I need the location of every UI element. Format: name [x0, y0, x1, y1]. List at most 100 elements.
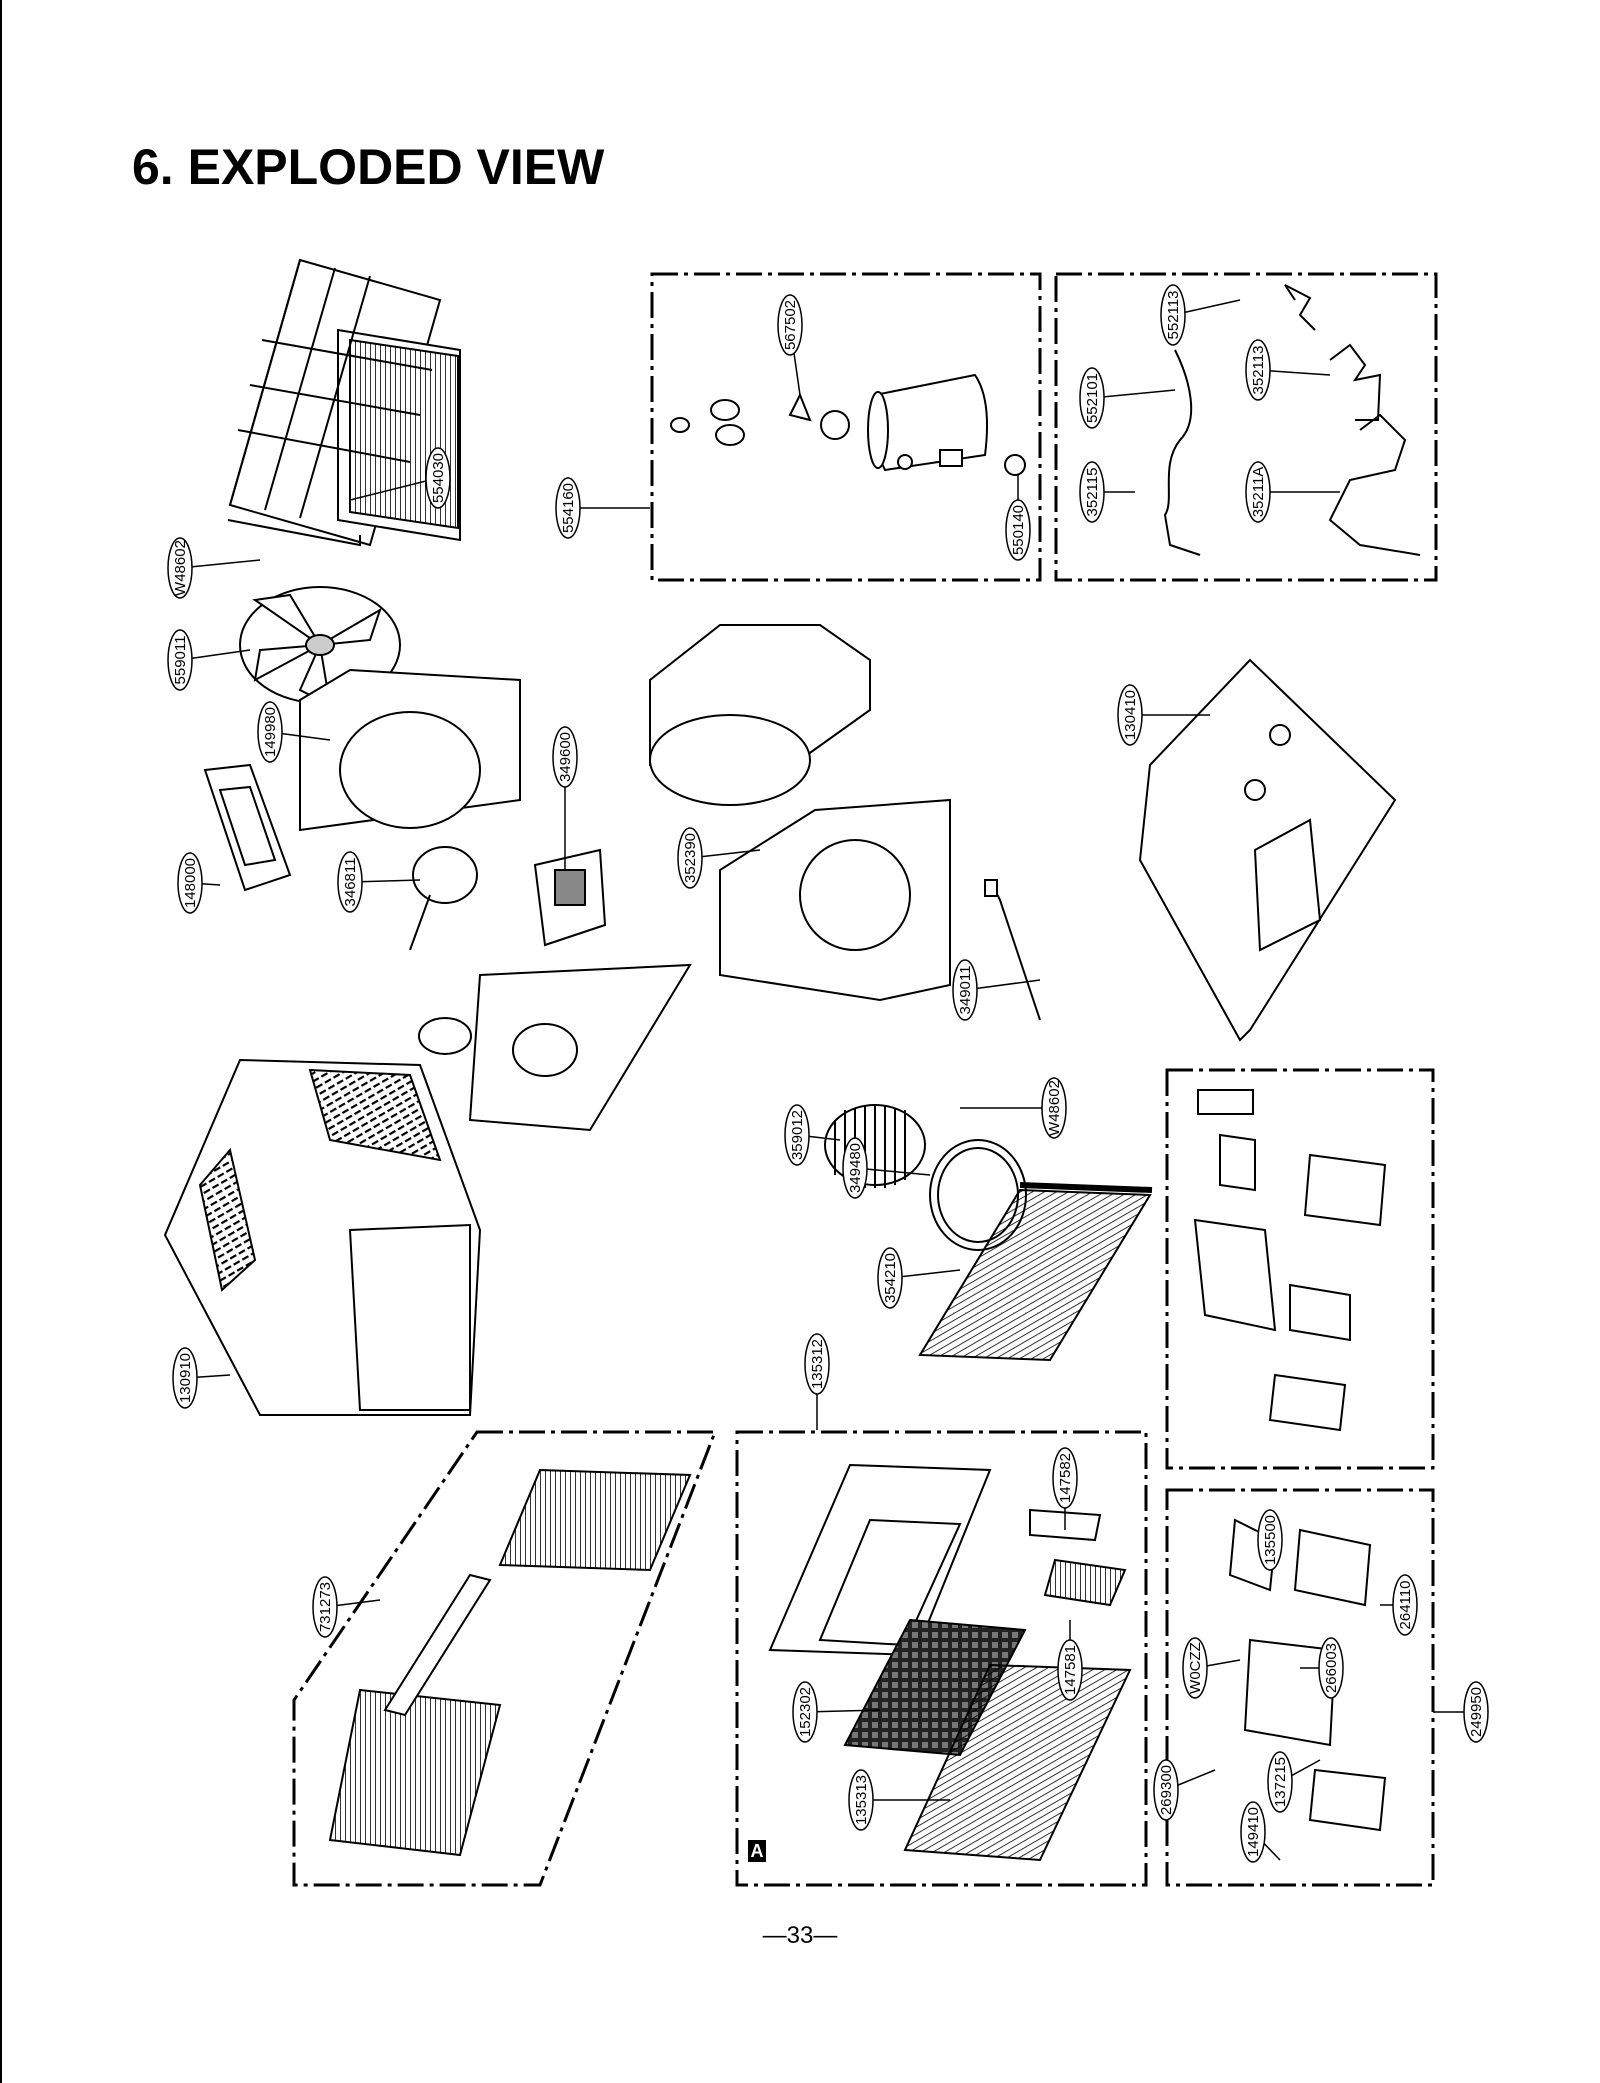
main-chassis	[468, 963, 692, 1132]
part-number-label: 352115	[1084, 468, 1101, 517]
callout-oval	[877, 1247, 903, 1309]
part-callout: 352115	[1079, 461, 1105, 523]
part-number-label: 269300	[1158, 1765, 1175, 1815]
part-callout: 269300	[1153, 1759, 1179, 1821]
callout-oval	[1240, 1801, 1266, 1863]
part-number-label: 554030	[430, 453, 447, 503]
callout-oval	[312, 1576, 338, 1638]
callout-oval	[1318, 1637, 1344, 1699]
part-number-label: 135500	[1262, 1515, 1279, 1565]
part-callout: W0CZZ	[1182, 1637, 1208, 1699]
callout-oval	[1079, 367, 1105, 429]
callout-oval	[1257, 1509, 1283, 1571]
part-callout: 135500	[1257, 1509, 1283, 1571]
part-number-label: 554160	[560, 483, 577, 533]
part-callout: 152302	[792, 1681, 818, 1743]
part-number-label: 552113	[1165, 291, 1182, 340]
callout-oval	[792, 1681, 818, 1743]
callout-oval	[337, 851, 363, 913]
part-callout: 359012	[784, 1104, 810, 1166]
callout-oval	[552, 726, 578, 788]
part-number-label: 249950	[1468, 1687, 1485, 1737]
callout-oval	[172, 1347, 198, 1409]
fan-motor	[409, 846, 478, 951]
part-callout: 147582	[1052, 1447, 1078, 1509]
part-callout: W48602	[1041, 1077, 1067, 1139]
part-callout: 352113	[1245, 339, 1271, 401]
part-callout: 130410	[1117, 684, 1143, 746]
callout-oval	[1392, 1574, 1418, 1636]
part-number-label: 731273	[317, 1582, 334, 1632]
callout-oval	[1182, 1637, 1208, 1699]
part-number-label: 137215	[1272, 1757, 1289, 1807]
callout-oval	[1245, 339, 1271, 401]
part-callout: 264110	[1392, 1574, 1418, 1636]
part-callout: 554030	[425, 447, 451, 509]
curtain-group-box	[292, 1430, 718, 1887]
part-callout: 552101	[1079, 367, 1105, 429]
refrigerant-piping	[1163, 284, 1421, 556]
callout-oval	[1057, 1639, 1083, 1701]
detail-marker: A	[751, 1841, 764, 1861]
part-callout: W48602	[167, 537, 193, 599]
part-number-label: 149980	[262, 707, 279, 757]
callout-oval	[784, 1104, 810, 1166]
blower-wheel	[824, 1104, 926, 1188]
page-title: 6. EXPLODED VIEW	[132, 139, 605, 195]
part-callout: 354210	[877, 1247, 903, 1309]
part-callout: 349600	[552, 726, 578, 788]
leader-line	[179, 559, 261, 569]
callout-oval	[167, 629, 193, 691]
part-callout: 550140	[1005, 499, 1031, 561]
part-callout: 35211A	[1245, 461, 1271, 523]
callout-oval	[1153, 1759, 1179, 1821]
part-callout: 148000	[177, 852, 203, 914]
part-number-label: 264110	[1397, 1581, 1414, 1630]
part-number-label: W48602	[172, 540, 189, 596]
bracket	[203, 763, 292, 892]
part-callout: 135312	[804, 1333, 830, 1395]
sensor-holder	[984, 879, 1041, 1021]
control-parts-box	[1165, 1488, 1435, 1887]
cabinet	[163, 1058, 482, 1416]
blower-housing	[649, 624, 951, 1002]
callout-oval	[167, 537, 193, 599]
part-callout: 346811	[337, 851, 363, 913]
part-number-label: 35211A	[1250, 467, 1267, 518]
callout-oval	[425, 447, 451, 509]
part-number-label: 567502	[782, 300, 799, 350]
part-callout: 559011	[167, 629, 193, 691]
callout-oval	[1245, 461, 1271, 523]
part-number-label: 352113	[1250, 346, 1267, 395]
page-number: —33—	[762, 1922, 838, 1949]
part-number-label: 135312	[809, 1339, 826, 1389]
part-callout: 552113	[1160, 284, 1186, 346]
part-number-label: 354210	[882, 1253, 899, 1303]
condenser-coil	[227, 258, 461, 547]
part-number-label: 130410	[1122, 690, 1139, 740]
leader-line	[1091, 389, 1176, 399]
part-callout: 731273	[312, 1576, 338, 1638]
part-callout: 352390	[677, 827, 703, 889]
callout-oval	[1463, 1681, 1489, 1743]
unlabeled-part-marker	[418, 1017, 472, 1055]
part-callout: 137215	[1267, 1751, 1293, 1813]
part-number-label: 559011	[172, 636, 189, 685]
callout-oval	[1079, 461, 1105, 523]
part-number-label: W0CZZ	[1187, 1642, 1204, 1694]
part-callout: 149410	[1240, 1801, 1266, 1863]
fan-shroud	[299, 668, 521, 832]
part-number-label: 349600	[557, 732, 574, 782]
part-number-label: 152302	[797, 1687, 814, 1737]
detail-marker-box	[748, 1840, 766, 1862]
front-grille-box	[735, 1430, 1148, 1887]
evaporator-coil	[918, 1182, 1153, 1362]
part-callout: 349480	[842, 1137, 868, 1199]
page-left-edge	[0, 0, 2, 2083]
part-number-label: 130910	[177, 1353, 194, 1403]
callout-oval	[1267, 1751, 1293, 1813]
part-callout: 554160	[555, 477, 581, 539]
part-number-label: 266003	[1323, 1643, 1340, 1693]
control-parts	[1193, 1089, 1387, 1832]
